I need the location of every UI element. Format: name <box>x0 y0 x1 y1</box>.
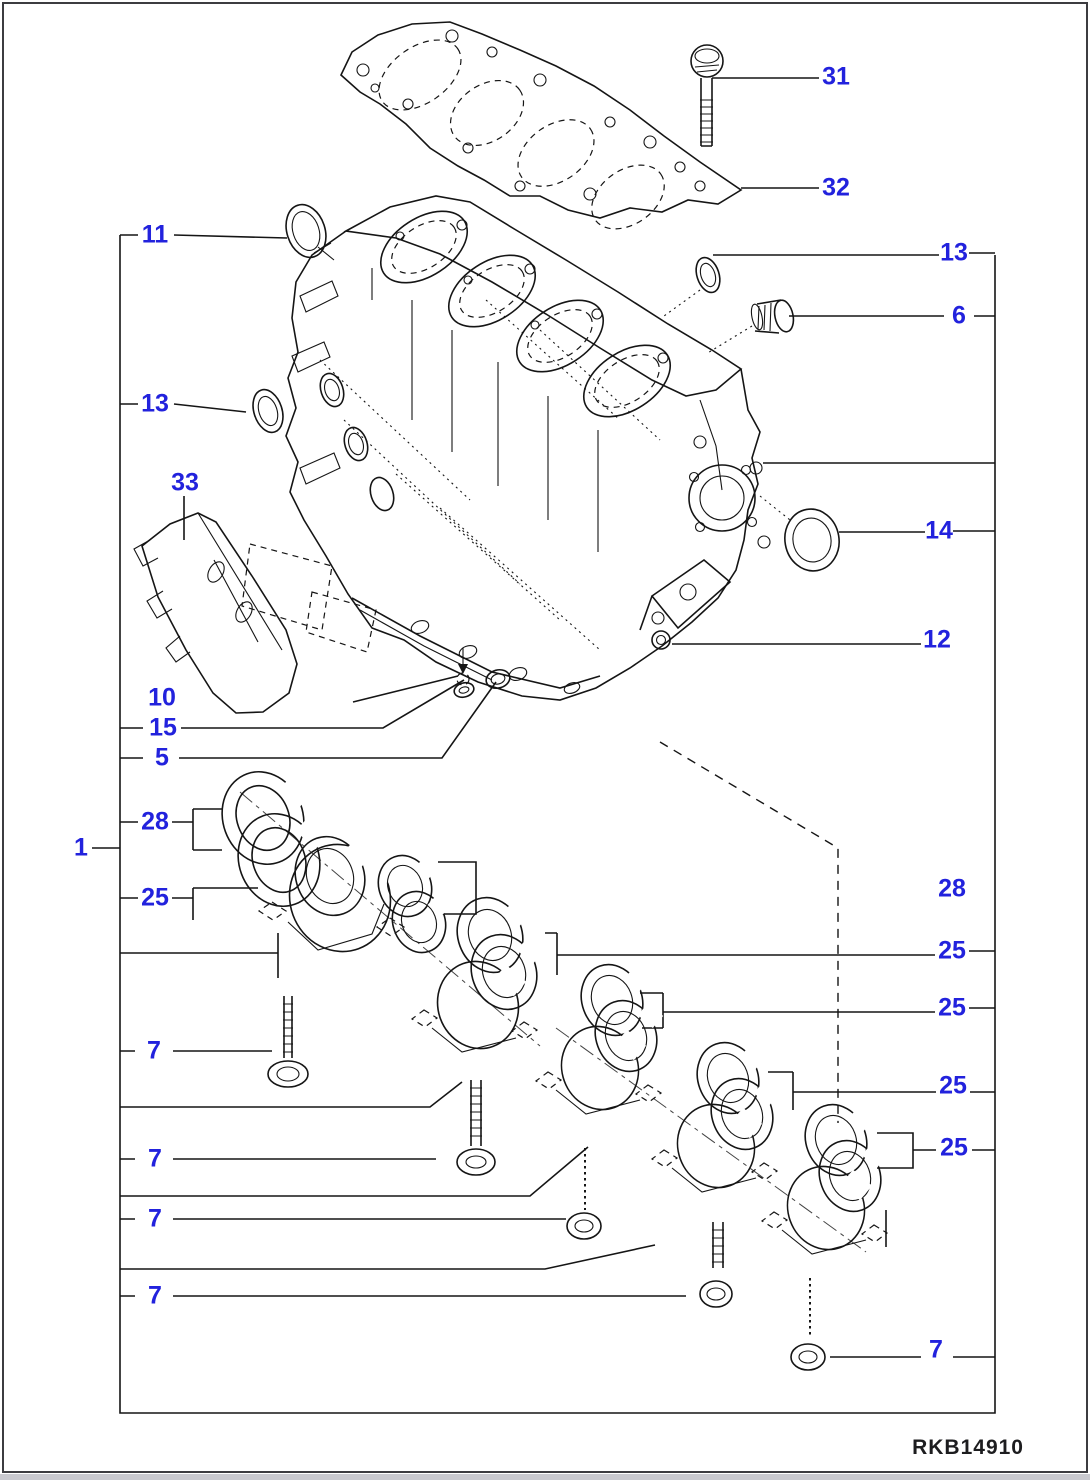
callout-12: 12 <box>923 625 951 654</box>
callout-7-1: 7 <box>147 1036 161 1065</box>
callout-7-4: 7 <box>148 1281 162 1310</box>
cap-bolt-4 <box>700 1222 732 1307</box>
plug-5 <box>484 667 512 691</box>
callout-14: 14 <box>925 516 953 545</box>
head-bolt <box>691 45 723 146</box>
callout-10: 10 <box>148 683 176 712</box>
callout-7-5: 7 <box>929 1335 943 1364</box>
bearing-shells-pair-4 <box>687 1034 782 1158</box>
callout-bracket-lines <box>92 235 995 1413</box>
callout-6: 6 <box>952 301 966 330</box>
plate-33 <box>134 513 376 713</box>
main-bearing-cap-5 <box>762 1156 887 1261</box>
callout-11: 11 <box>141 220 169 249</box>
cup-plug-13-left <box>248 386 288 436</box>
leader-lines <box>120 78 995 1357</box>
callout-7-2: 7 <box>148 1144 162 1173</box>
bearing-shells-pair-5 <box>795 1096 890 1220</box>
callout-25-left: 25 <box>141 883 169 912</box>
main-bearing-cap-3 <box>536 1016 661 1121</box>
callout-25-1: 25 <box>938 936 966 965</box>
callout-13-left: 13 <box>141 389 169 418</box>
callout-13-right: 13 <box>940 238 968 267</box>
callout-5: 5 <box>155 743 169 772</box>
cup-plug-11 <box>280 199 334 262</box>
bearing-shells-pair-3 <box>571 956 666 1080</box>
main-bearing-cap-4 <box>652 1094 777 1199</box>
callout-32: 32 <box>822 173 850 202</box>
callout-25-2: 25 <box>938 993 966 1022</box>
cap-bolt-3 <box>567 1148 601 1239</box>
bearing-axis-lines <box>240 792 866 1252</box>
stud-10 <box>457 648 469 685</box>
main-bearing-cap-1 <box>259 827 405 966</box>
callout-28-left: 28 <box>141 807 169 836</box>
bearing-shells-pair-2 <box>447 888 547 1018</box>
cap-bolt-5 <box>791 1278 825 1370</box>
cap-bolt-2 <box>457 1080 495 1175</box>
callout-1: 1 <box>74 833 88 862</box>
bolt-12 <box>652 631 670 649</box>
screw-plug-6 <box>749 298 796 333</box>
callout-33: 33 <box>171 468 199 497</box>
bearing-shells-pair-1 <box>370 848 454 960</box>
callout-7-3: 7 <box>148 1204 162 1233</box>
cap-bolt-1 <box>268 996 308 1087</box>
callout-25-3: 25 <box>939 1071 967 1100</box>
main-bearing-cap-2 <box>412 950 537 1060</box>
callout-15: 15 <box>149 713 177 742</box>
cylinder-block <box>286 196 790 700</box>
callout-28-right: 28 <box>938 874 966 903</box>
callout-25-4: 25 <box>940 1133 968 1162</box>
figure-code: RKB14910 <box>912 1436 1024 1459</box>
washer-15 <box>453 681 476 700</box>
rear-seal-14 <box>780 505 844 575</box>
page-edge-shadow <box>0 1474 1090 1480</box>
callout-31: 31 <box>822 62 850 91</box>
head-gasket <box>341 22 741 242</box>
cup-plug-13-right <box>692 254 724 295</box>
